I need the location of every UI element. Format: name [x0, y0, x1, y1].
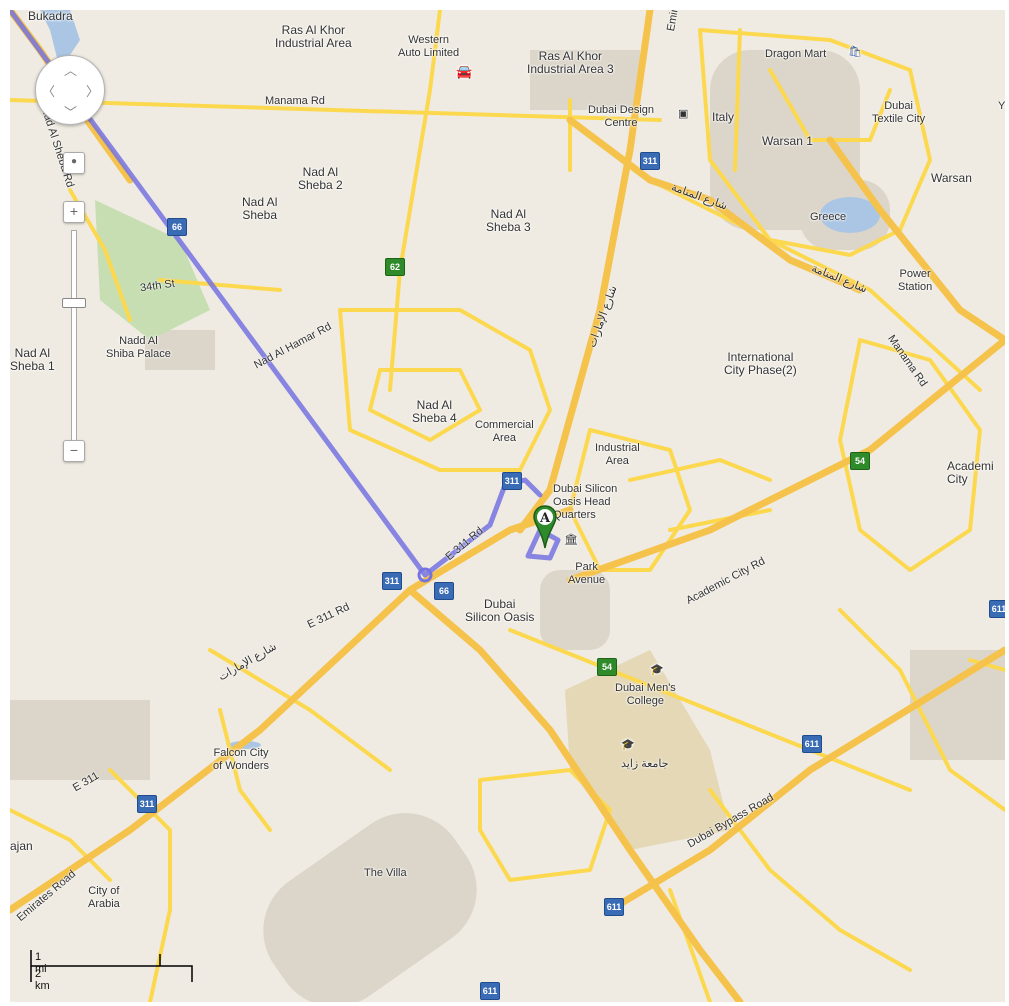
shield-66: 66: [167, 218, 187, 236]
shield-66: 66: [434, 582, 454, 600]
shield-311: 311: [382, 572, 402, 590]
school-icon-2: 🎓: [621, 739, 635, 751]
shield-62: 62: [385, 258, 405, 276]
label-italy: Italy: [712, 110, 735, 124]
label-international-city: International City Phase(2): [724, 350, 797, 377]
shield-611: 611: [989, 600, 1005, 618]
major-roads: [10, 10, 1005, 1002]
shield-611: 611: [802, 735, 822, 753]
scale-mi-label: 1 mi: [35, 951, 47, 975]
zoom-slider-thumb[interactable]: [62, 298, 86, 308]
pan-right-icon[interactable]: 〉: [86, 84, 100, 99]
developed-areas: [10, 50, 1005, 1002]
government-icon: 🏛: [564, 534, 578, 546]
label-the-villa: The Villa: [364, 867, 407, 879]
label-warsan1: Warsan 1: [762, 134, 813, 148]
pan-left-icon[interactable]: 〈: [42, 84, 56, 99]
map-canvas[interactable]: Bukadra Ras Al Khor Industrial Area West…: [10, 10, 1005, 1002]
route-start-marker[interactable]: A: [532, 504, 558, 550]
car-icon: 🚘: [456, 64, 473, 79]
label-western-auto: Western Auto Limited: [398, 34, 460, 59]
label-dubai-textile-city: Dubai Textile City: [872, 100, 926, 125]
label-nadd-al-shiba-palace: Nadd Al Shiba Palace: [106, 335, 171, 360]
label-nad-al-sheba-3: Nad Al Sheba 3: [486, 207, 531, 234]
secondary-roads: [10, 10, 1005, 1002]
map-base-layer: [10, 10, 1005, 1002]
zoom-in-button[interactable]: +: [63, 201, 85, 223]
label-falcon-city: Falcon City of Wonders: [213, 747, 270, 772]
label-city-of-arabia: City of Arabia: [88, 885, 120, 910]
pan-control[interactable]: ︿ ﹀ 〈 〉: [35, 55, 105, 125]
route-path: [10, 10, 561, 578]
label-nad-al-sheba-4: Nad Al Sheba 4: [412, 398, 457, 425]
label-nad-al-sheba: Nad Al Sheba: [242, 195, 278, 222]
pan-down-icon[interactable]: ﹀: [64, 105, 78, 120]
college-area: [565, 650, 730, 850]
label-ras-al-khor-industrial: Ras Al Khor Industrial Area: [275, 23, 352, 50]
label-dubai-mens-college: Dubai Men's College: [615, 682, 676, 707]
school-icon: 🎓: [650, 664, 664, 676]
marker-letter: A: [539, 511, 551, 526]
shield-311: 311: [502, 472, 522, 490]
label-dubai-silicon-oasis: Dubai Silicon Oasis: [465, 597, 535, 624]
label-industrial-area: Industrial Area: [595, 442, 640, 467]
shield-311: 311: [137, 795, 157, 813]
label-bukadra: Bukadra: [28, 10, 73, 23]
poi-icon-edge: Y: [998, 100, 1005, 112]
scale-km-label: 2 km: [35, 968, 50, 992]
pan-up-icon[interactable]: ︿: [64, 63, 78, 78]
street-view-icon[interactable]: ●: [63, 152, 85, 174]
shield-311: 311: [640, 152, 660, 170]
zoom-slider-track[interactable]: [71, 230, 77, 450]
road-label-manama: Manama Rd: [265, 95, 325, 107]
label-nad-al-sheba-1: Nad Al Sheba 1: [10, 346, 55, 373]
label-dubai-design-centre: Dubai Design Centre: [588, 104, 655, 129]
label-ajan: ajan: [10, 839, 33, 853]
label-greece: Greece: [810, 211, 847, 223]
label-zayed-university: جامعة زايد: [621, 758, 669, 770]
label-dso-hq: Dubai Silicon Oasis Head Quarters: [553, 483, 618, 521]
label-dragon-mart: Dragon Mart: [765, 48, 827, 60]
shield-54: 54: [850, 452, 870, 470]
route-waypoint: [417, 567, 433, 583]
label-ras-al-khor-3: Ras Al Khor Industrial Area 3: [527, 49, 614, 76]
label-power-station: Power Station: [898, 268, 933, 293]
label-park-avenue: Park Avenue: [568, 561, 606, 586]
shield-54: 54: [597, 658, 617, 676]
zoom-out-button[interactable]: −: [63, 440, 85, 462]
label-commercial-area: Commercial Area: [475, 419, 534, 444]
label-warsan: Warsan: [931, 171, 972, 185]
scale-bar-lines: [30, 950, 193, 982]
label-academic-city: Academi City: [947, 459, 994, 486]
shield-611: 611: [480, 982, 500, 1000]
shield-611: 611: [604, 898, 624, 916]
shopping-icon: 🛍: [848, 46, 862, 58]
building-icon: ▣: [678, 108, 689, 120]
label-nad-al-sheba-2: Nad Al Sheba 2: [298, 165, 343, 192]
